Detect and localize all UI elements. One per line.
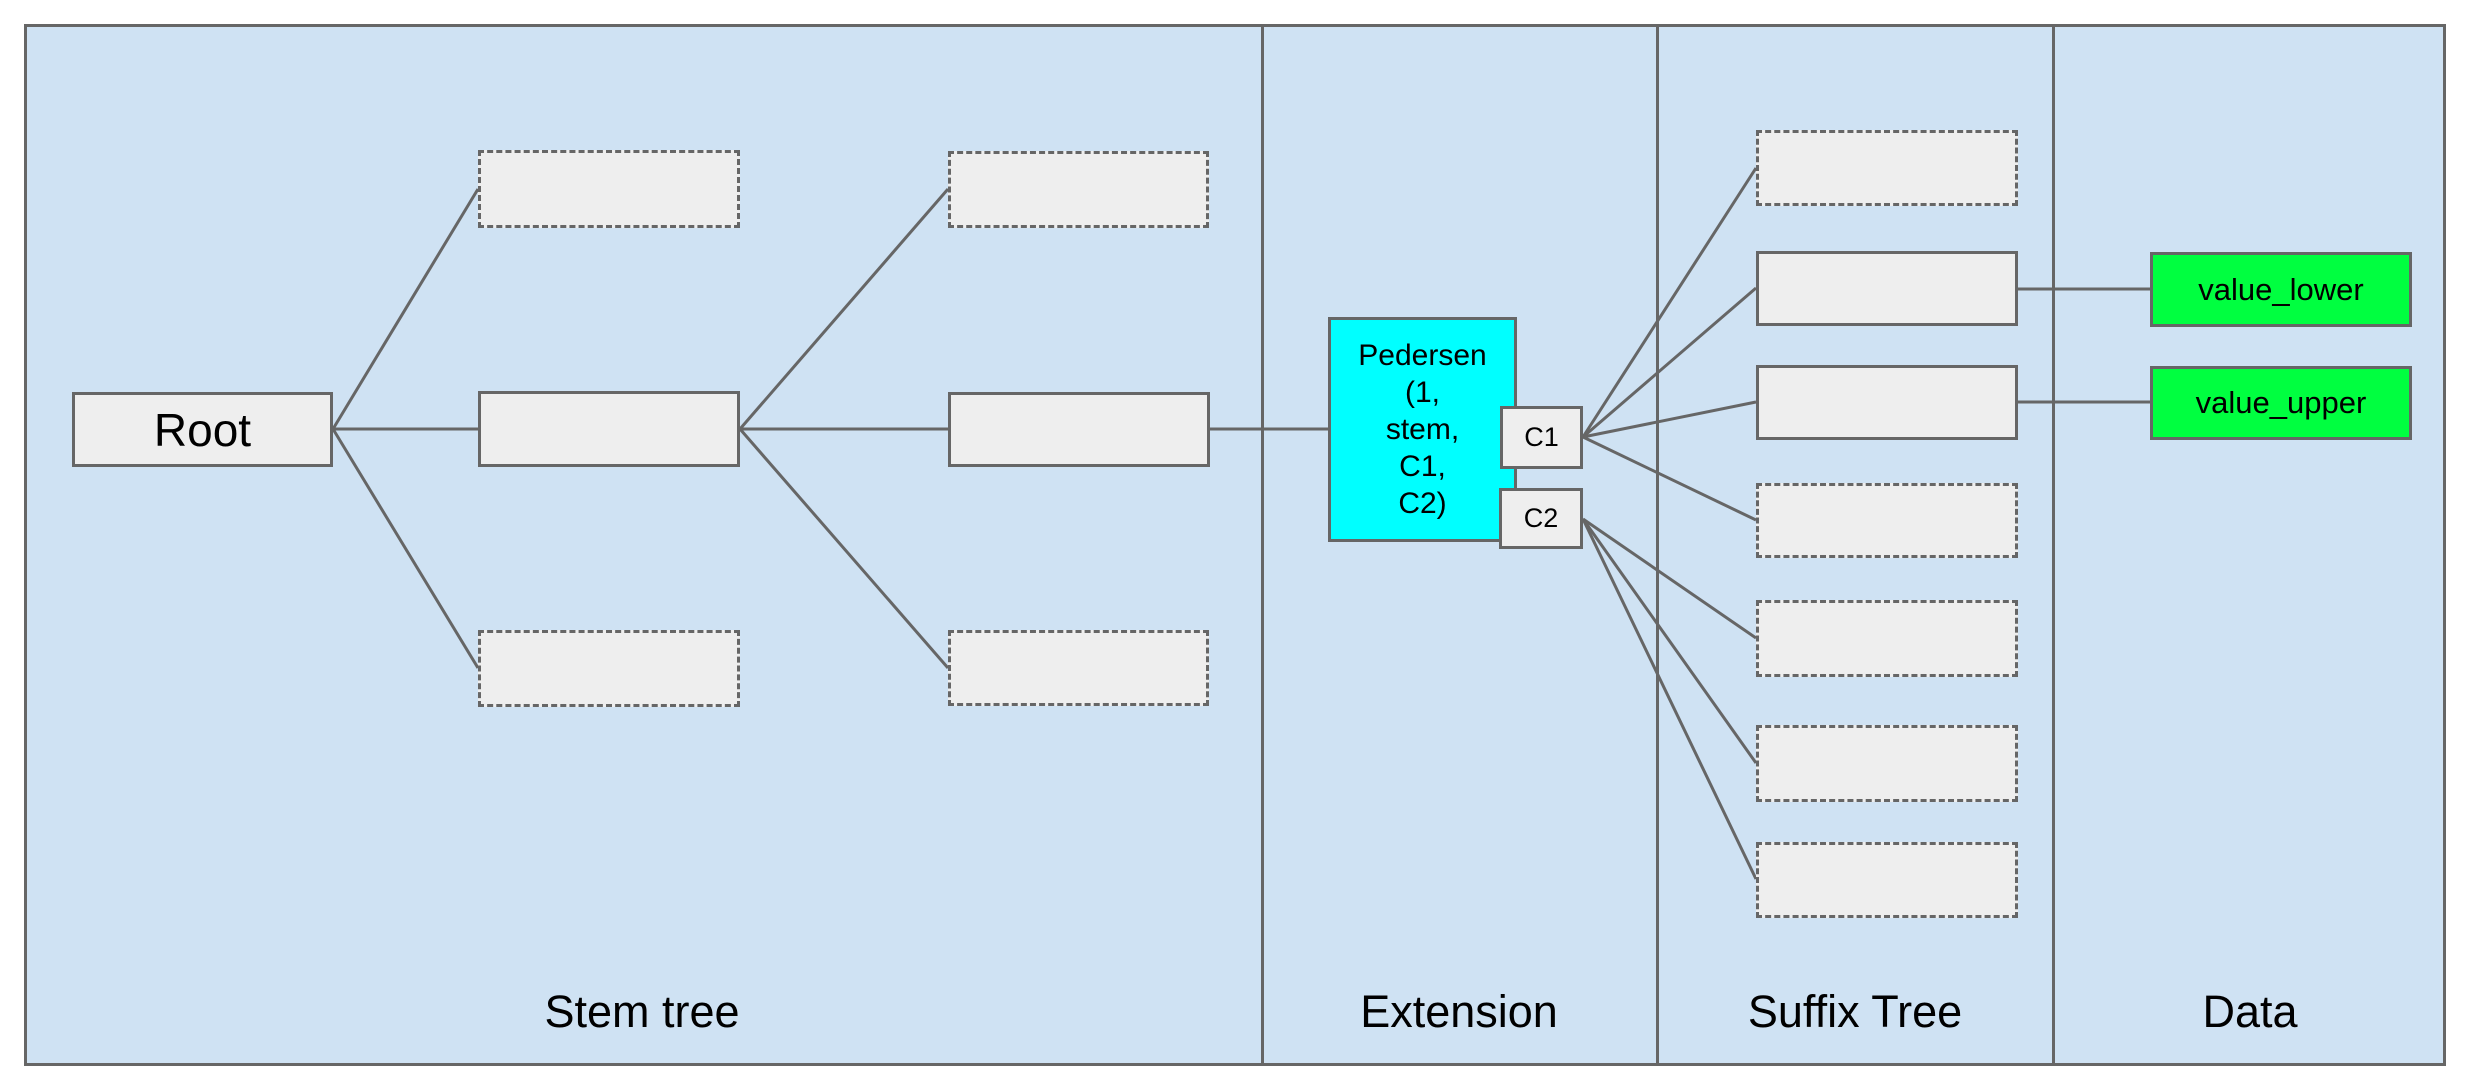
pedersen-line: C1, xyxy=(1399,450,1446,483)
suffix-node-1-empty xyxy=(1756,130,2018,206)
connector-line xyxy=(738,188,950,430)
stem-level2-middle-node xyxy=(948,392,1210,467)
value-upper-label: value_upper xyxy=(2195,385,2367,420)
suffix-node-2 xyxy=(1756,251,2018,326)
c1-node-label: C1 xyxy=(1524,422,1559,452)
pedersen-commitment-node: Pedersen (1, stem, C1, C2) xyxy=(1328,317,1517,542)
connector-line xyxy=(738,428,950,669)
connector-line xyxy=(331,428,480,669)
divider-extension-suffix xyxy=(1656,24,1659,1066)
stem-level1-middle-node xyxy=(478,391,740,467)
connector-line xyxy=(1582,286,1757,439)
suffix-node-7-empty xyxy=(1756,842,2018,918)
stem-level1-top-empty-node xyxy=(478,150,740,228)
value-lower-label: value_lower xyxy=(2198,271,2364,307)
section-label-stem-tree: Stem tree xyxy=(544,986,740,1037)
pedersen-line: stem, xyxy=(1385,413,1460,446)
pedersen-line: Pedersen xyxy=(1358,339,1487,372)
suffix-node-6-empty xyxy=(1756,725,2018,802)
value-upper-node: value_upper xyxy=(2150,366,2412,440)
c1-node: C1 xyxy=(1500,406,1583,469)
pedersen-line: C2) xyxy=(1398,487,1447,520)
connector-line xyxy=(1581,518,1758,880)
divider-stem-extension xyxy=(1261,24,1264,1066)
suffix-node-3 xyxy=(1756,365,2018,440)
c2-node-label: C2 xyxy=(1523,503,1559,533)
stem-level1-bottom-empty-node xyxy=(478,630,740,707)
section-label-extension: Extension xyxy=(1360,986,1558,1037)
stem-level2-top-empty-node xyxy=(948,151,1209,228)
section-label-data: Data xyxy=(2202,986,2298,1037)
connector-line xyxy=(1582,435,1757,522)
connector-line xyxy=(1581,167,1758,438)
c2-node: C2 xyxy=(1499,488,1583,549)
pedersen-line: (1, xyxy=(1404,376,1440,409)
connector-line xyxy=(1582,517,1757,640)
root-node: Root xyxy=(72,392,333,467)
suffix-node-4-empty xyxy=(1756,483,2018,558)
suffix-node-5-empty xyxy=(1756,600,2018,677)
stem-level2-bottom-empty-node xyxy=(948,630,1209,706)
diagram-frame xyxy=(24,24,2446,1066)
divider-suffix-data xyxy=(2052,24,2055,1066)
root-node-label: Root xyxy=(153,403,252,456)
connector-line xyxy=(1582,400,1757,439)
value-lower-node: value_lower xyxy=(2150,252,2412,327)
section-label-suffix-tree: Suffix Tree xyxy=(1747,986,1963,1037)
connector-line xyxy=(1581,518,1758,764)
connector-line xyxy=(331,188,480,430)
